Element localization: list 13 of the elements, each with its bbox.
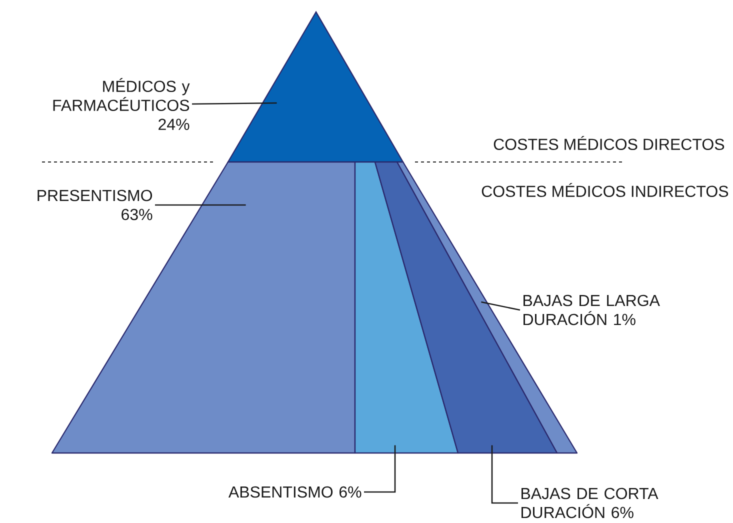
part-label: MÉDICOS y FARMACÉUTICOS 24% (53, 78, 190, 130)
section-label: COSTES MÉDICOS DIRECTOS (494, 136, 724, 150)
part-label: ABSENTISMO 6% (228, 486, 362, 498)
part-label: BAJAS DE LARGA DURACIÓN 1% (524, 294, 660, 326)
section-label: COSTES MÉDICOS INDIRECTOS (482, 182, 728, 198)
pyramid-section (354, 161, 459, 454)
part-label: BAJAS DE CORTA DURACIÓN 6% (522, 488, 658, 518)
leader-line (481, 301, 520, 311)
leader-line (192, 102, 277, 105)
leader-line (364, 445, 396, 493)
leader-line (491, 445, 518, 504)
leader-line (155, 204, 246, 206)
part-label: PRESENTISMO 63% (38, 190, 152, 220)
